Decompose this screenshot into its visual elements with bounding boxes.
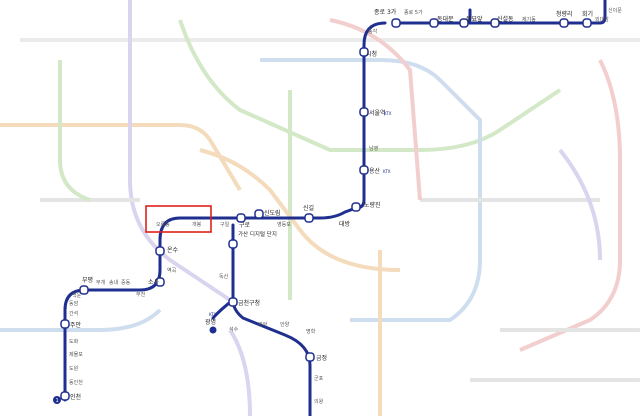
station-cityhall[interactable]: 시청 — [366, 51, 377, 58]
station-namyeong[interactable]: 남영 — [369, 145, 378, 152]
line-1-badge-incheon — [53, 396, 61, 404]
station-dohwa[interactable]: 도화 — [69, 339, 79, 345]
station-doksan[interactable]: 독산 — [219, 273, 229, 280]
station-cheongnyangni[interactable]: 청량리 — [556, 10, 573, 18]
station-jongno3ga[interactable]: 종로 3가 — [374, 8, 397, 16]
station-gwangmyeong[interactable]: 광명 — [205, 318, 216, 326]
station-guro[interactable]: 구로 — [239, 222, 251, 229]
station-dongam[interactable]: 동암 — [69, 300, 79, 307]
station-singil[interactable]: 신길 — [303, 204, 314, 212]
station-bugae[interactable]: 부개 — [96, 279, 106, 286]
station-jegidong[interactable]: 제기동 — [522, 16, 536, 23]
station-labels: 종로 3가 종로 5가 동대문 동묘앞 신설동 제기동 청량리 회기 신이문 외… — [69, 7, 622, 405]
station-seoul[interactable]: 서울역 — [369, 109, 386, 117]
station-sosa[interactable]: 소사 — [148, 278, 160, 286]
station-oryu[interactable]: 오류동 — [156, 222, 170, 228]
station-jungdong[interactable]: 중동 — [121, 280, 131, 286]
station-dongdaemun[interactable]: 동대문 — [437, 15, 454, 23]
station-onsu[interactable]: 온수 — [167, 247, 179, 254]
station-juan[interactable]: 주안 — [70, 321, 82, 329]
station-dowon[interactable]: 도원 — [69, 365, 79, 372]
station-sinseoldong[interactable]: 신설동 — [497, 15, 514, 23]
station-bupyeong[interactable]: 부평 — [82, 276, 93, 284]
station-yeokgok[interactable]: 역곡 — [167, 267, 177, 274]
station-daebang[interactable]: 대방 — [339, 220, 351, 228]
station-songnae[interactable]: 송내 — [109, 279, 119, 286]
highlight-box — [145, 205, 212, 233]
station-gwanak[interactable]: 관악 — [258, 321, 268, 328]
station-dongincheon[interactable]: 동인천 — [69, 379, 83, 386]
station-noryangjin[interactable]: 노량진 — [364, 201, 381, 209]
station-yongsan[interactable]: 용산 — [369, 167, 381, 175]
station-gaebong[interactable]: 개봉 — [192, 221, 202, 228]
line-1-badge-incheon-text: 1 — [56, 398, 59, 404]
station-dongmyo[interactable]: 동묘앞 — [466, 15, 483, 23]
station-jemulpo[interactable]: 제물포 — [69, 351, 83, 358]
station-geumcheon[interactable]: 금천구청 — [238, 299, 260, 307]
station-hoegi[interactable]: 회기 — [582, 10, 593, 18]
ktx-badge-yongsan: KTX — [383, 169, 391, 174]
station-jonggak[interactable]: 종각 — [368, 28, 378, 35]
station-gunpo[interactable]: 군포 — [314, 376, 324, 382]
station-bucheon[interactable]: 부천 — [136, 291, 146, 298]
line-1-badge-gwangmyeong — [209, 326, 217, 334]
station-sinimun[interactable]: 신이문 — [608, 7, 622, 14]
station-geumjeong[interactable]: 금정 — [316, 355, 327, 362]
station-sindorim[interactable]: 신도림 — [264, 209, 281, 217]
ktx-badge-seoul: KTX — [384, 111, 392, 116]
station-markers — [60, 18, 592, 401]
station-ganseok[interactable]: 간석 — [69, 310, 78, 317]
station-incheon[interactable]: 인천 — [70, 393, 81, 401]
station-uiwang[interactable]: 의왕 — [314, 398, 324, 405]
station-oedae[interactable]: 외대앞 — [595, 16, 609, 23]
badges: KTX KTX KTX 1 — [53, 111, 392, 404]
station-jongno5ga[interactable]: 종로 5가 — [404, 9, 423, 16]
station-myeonghak[interactable]: 명학 — [306, 328, 316, 335]
station-baegun[interactable]: 백운 — [72, 292, 82, 299]
station-gasan[interactable]: 가산 디지털 단지 — [238, 230, 277, 238]
station-anyang[interactable]: 안양 — [280, 321, 290, 328]
ktx-badge-gwangmyeong: KTX — [209, 312, 217, 317]
station-seoksu[interactable]: 석수 — [229, 326, 239, 333]
station-guil[interactable]: 구일 — [220, 221, 230, 228]
station-yeongdeungpo[interactable]: 영등포 — [277, 221, 291, 228]
